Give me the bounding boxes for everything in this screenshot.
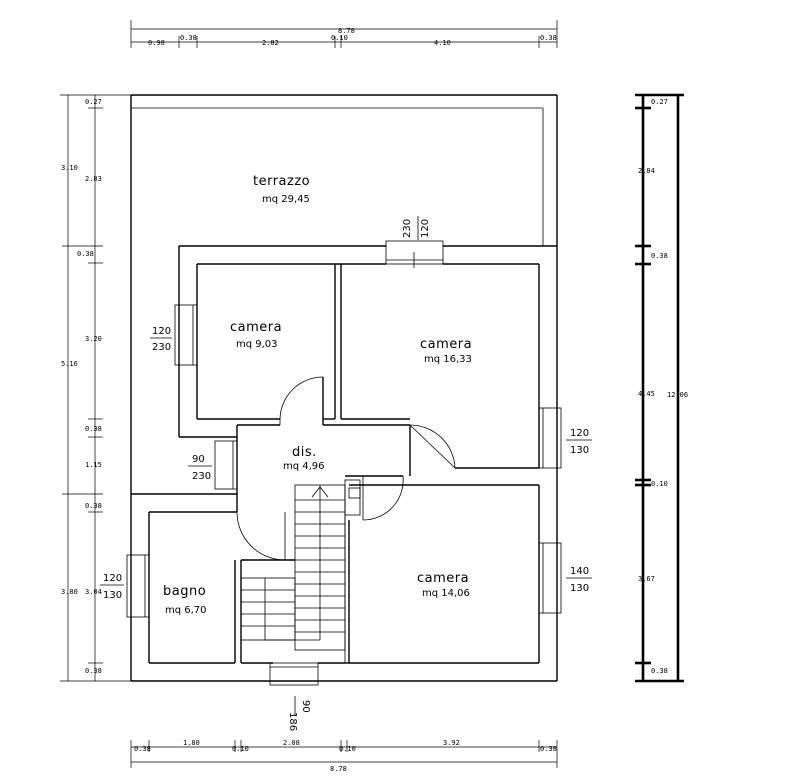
room-camera-right-name: camera [420,337,472,352]
room-bagno-area: mq 6,70 [165,605,207,616]
bottom-dimensions: 0.38 1.80 0.10 2.08 0.10 3.92 0.38 8.78 [130,739,558,773]
room-camera-right-area: mq 16,33 [424,354,472,365]
window-entry-width: 90 [300,700,311,713]
room-dis-name: dis. [292,445,317,460]
room-bagno-name: bagno [163,584,206,599]
left-inner-dim-5: 0.38 [85,425,102,433]
room-camera-bottom-name: camera [417,571,469,586]
left-dimensions: 3.10 5.16 3.80 0.27 2.83 0.38 3.20 0.38 … [60,94,131,682]
room-labels: terrazzo mq 29,45 camera mq 9,03 camera … [163,174,472,616]
bottom-dim-4: 2.08 [283,739,300,747]
right-dimensions: 0.27 2.84 0.38 4.45 0.10 3.67 0.38 12.06 [635,93,688,683]
top-dim-2: 0.38 [180,34,197,42]
window-left-width: 120 [152,326,171,337]
bottom-dim-7: 0.38 [540,745,557,753]
window-bagno-width: 120 [103,573,122,584]
window-top-height: 230 [402,219,413,238]
window-right-bottom-height: 130 [570,583,589,594]
left-inner-dim-9: 0.38 [85,667,102,675]
right-dim-5: 0.10 [651,480,668,488]
bottom-dim-6: 3.92 [443,739,460,747]
right-total-dim: 12.06 [667,391,688,399]
bottom-dim-1: 0.38 [134,745,151,753]
bottom-dim-5: 0.10 [339,745,356,753]
left-outer-dim-3: 3.80 [61,588,78,596]
top-dim-4: 0.10 [331,34,348,42]
room-camera-left-area: mq 9,03 [236,339,278,350]
room-terrazzo-area: mq 29,45 [262,194,310,205]
window-right-top-width: 120 [570,428,589,439]
window-dis-height: 230 [192,471,211,482]
right-dim-4: 4.45 [638,390,655,398]
top-dim-6: 0.38 [540,34,557,42]
right-dim-7: 0.38 [651,667,668,675]
window-bagno-height: 130 [103,590,122,601]
top-dim-5: 4.10 [434,39,451,47]
window-right-bottom-width: 140 [570,566,589,577]
right-dim-3: 0.38 [651,252,668,260]
window-dis-width: 90 [192,454,205,465]
left-inner-dim-3: 0.38 [77,250,94,258]
bottom-total-dim: 8.78 [330,765,347,773]
window-labels: 230 120 120 230 120 130 90 230 140 130 1… [100,216,592,731]
window-top-width: 120 [420,219,431,238]
top-dim-1: 0.98 [148,39,165,47]
left-inner-dim-2: 2.83 [85,175,102,183]
room-terrazzo-name: terrazzo [253,174,310,189]
right-dim-2: 2.84 [638,167,655,175]
bottom-dim-3: 0.10 [232,745,249,753]
top-dimensions: 8.78 0.98 0.38 2.82 0.10 4.10 0.38 [130,20,558,48]
room-dis-area: mq 4,96 [283,461,325,472]
doors [236,376,456,561]
staircase [240,479,361,663]
bottom-dim-2: 1.80 [183,739,200,747]
top-dim-3: 2.82 [262,39,279,47]
window-entry-height: 186 [287,712,298,731]
right-dim-1: 0.27 [651,98,668,106]
left-inner-dim-4: 3.20 [85,335,102,343]
left-outer-dim-1: 3.10 [61,164,78,172]
top-total-dim: 8.78 [338,27,355,35]
left-inner-dim-1: 0.27 [85,98,102,106]
right-dim-6: 3.67 [638,575,655,583]
left-inner-dim-6: 1.15 [85,461,102,469]
left-inner-dim-7: 0.38 [85,502,102,510]
room-camera-left-name: camera [230,320,282,335]
left-inner-dim-8: 3.04 [85,588,102,596]
windows [126,240,562,686]
window-right-top-height: 130 [570,445,589,456]
window-left-height: 230 [152,342,171,353]
room-camera-bottom-area: mq 14,06 [422,588,470,599]
left-outer-dim-2: 5.16 [61,360,78,368]
